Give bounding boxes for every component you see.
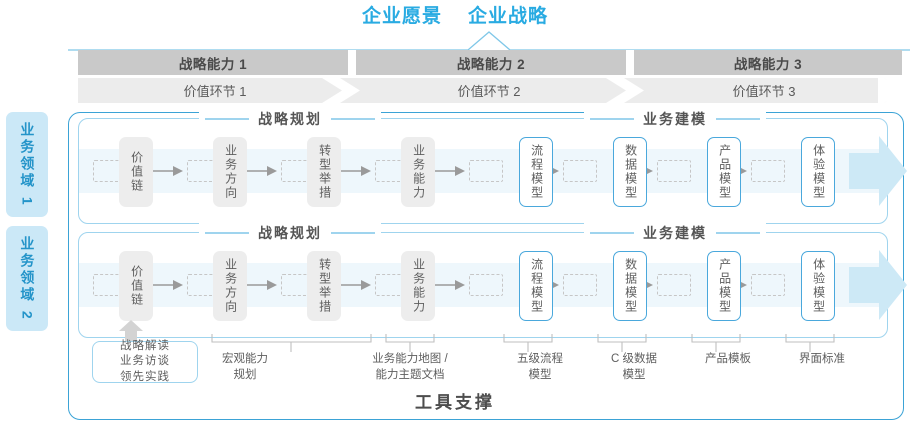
flow-arrow-icon [433, 166, 465, 176]
flow-arrow-icon [151, 280, 183, 290]
value-link-chevrons [322, 78, 902, 103]
flow-arrow-icon [245, 166, 277, 176]
modeling-title-text: 业务建模 [643, 111, 707, 127]
capability-cell-2[interactable]: 战略能力 2 [356, 50, 626, 75]
sidebar-item-domain-1[interactable]: 业务领域 1 [6, 112, 48, 217]
node-value-chain[interactable]: 价值链 [119, 251, 153, 321]
footer-label-capability-map: 业务能力地图 / 能力主题文档 [372, 353, 448, 381]
footer-label-five-level-process: 五级流程 模型 [517, 353, 563, 381]
modeling-title-text: 业务建模 [643, 225, 707, 241]
highlight-line-3: 领先实践 [120, 370, 170, 383]
planning-title-text: 战略规划 [258, 111, 322, 127]
divider-line-right [331, 232, 375, 234]
node-value-chain[interactable]: 价值链 [119, 137, 153, 207]
footer-label-product-template: 产品模板 [705, 353, 751, 365]
domain-row-1: 战略规划 业务建模 价值链 业务方向 转型举措 业务能力 流程模型 数据模型 [78, 108, 907, 224]
divider-line-right [716, 232, 760, 234]
vision-strategy-header: 企业愿景 企业战略 [0, 4, 910, 30]
capability-cell-1[interactable]: 战略能力 1 [78, 50, 348, 75]
flow-arrow-icon [151, 166, 183, 176]
placeholder-box [657, 160, 691, 182]
footer-label-c-level-data: C 级数据 模型 [611, 353, 657, 381]
tool-input-up-arrow-icon [119, 320, 143, 344]
node-business-direction[interactable]: 业务方向 [213, 251, 247, 321]
highlight-line-1: 战略解读 [120, 339, 170, 352]
placeholder-box [469, 160, 503, 182]
node-transformation-measures[interactable]: 转型举措 [307, 251, 341, 321]
domain-1-label: 业务领域 1 [19, 121, 36, 208]
capability-gap-1 [348, 50, 356, 75]
vision-title: 企业愿景 [361, 6, 442, 27]
flow-arrow-icon [245, 280, 277, 290]
node-business-capability[interactable]: 业务能力 [401, 137, 435, 207]
node-data-model[interactable]: 数据模型 [613, 137, 647, 207]
flow-arrow-icon [339, 280, 371, 290]
divider-line-left [205, 118, 249, 120]
value-link-cell-2[interactable]: 价值环节 2 [457, 84, 521, 99]
flow-arrow-icon [433, 280, 465, 290]
strategy-title: 企业战略 [468, 6, 549, 27]
node-product-model[interactable]: 产品模型 [707, 251, 741, 321]
node-process-model[interactable]: 流程模型 [519, 251, 553, 321]
highlight-line-2: 业务访谈 [120, 355, 170, 368]
vision-connector-line [68, 31, 910, 51]
node-process-model[interactable]: 流程模型 [519, 137, 553, 207]
row-1-modeling-section-title: 业务建模 [584, 108, 766, 130]
capability-cell-3[interactable]: 战略能力 3 [634, 50, 902, 75]
node-data-model[interactable]: 数据模型 [613, 251, 647, 321]
placeholder-box [563, 160, 597, 182]
tool-highlight-box[interactable]: 战略解读 业务访谈 领先实践 [92, 339, 198, 386]
divider-line-left [205, 232, 249, 234]
row-2-modeling-section-title: 业务建模 [584, 222, 766, 244]
divider-line-right [716, 118, 760, 120]
node-experience-model[interactable]: 体验模型 [801, 251, 835, 321]
sidebar-item-domain-2[interactable]: 业务领域 2 [6, 226, 48, 331]
domain-row-2: 战略规划 业务建模 价值链 业务方向 转型举措 业务能力 流程模型 数据模型 产… [78, 222, 907, 338]
footer-label-ui-standard: 界面标准 [799, 353, 845, 365]
placeholder-box [657, 274, 691, 296]
placeholder-box [751, 274, 785, 296]
node-business-capability[interactable]: 业务能力 [401, 251, 435, 321]
placeholder-box [469, 274, 503, 296]
row-2-planning-section-title: 战略规划 [199, 222, 381, 244]
planning-title-text: 战略规划 [258, 225, 322, 241]
value-link-cell-3[interactable]: 价值环节 3 [732, 84, 796, 99]
node-product-model[interactable]: 产品模型 [707, 137, 741, 207]
placeholder-box [563, 274, 597, 296]
tool-highlight-text: 战略解读 业务访谈 领先实践 [120, 339, 170, 386]
divider-line-left [590, 232, 634, 234]
value-link-band: 价值环节 1 价值环节 2 价值环节 3 [78, 78, 902, 103]
value-link-cell-1[interactable]: 价值环节 1 [183, 84, 247, 99]
capability-gap-2 [626, 50, 634, 75]
node-business-direction[interactable]: 业务方向 [213, 137, 247, 207]
row-1-planning-section-title: 战略规划 [199, 108, 381, 130]
flow-arrow-icon [339, 166, 371, 176]
footer-brace-connectors [211, 334, 835, 352]
node-experience-model[interactable]: 体验模型 [801, 137, 835, 207]
strategic-capability-band: 战略能力 1 战略能力 2 战略能力 3 [78, 50, 902, 75]
footer-label-macro-capability: 宏观能力 规划 [222, 353, 268, 381]
tool-support-title: 工具支撑 [415, 393, 495, 412]
node-transformation-measures[interactable]: 转型举措 [307, 137, 341, 207]
divider-line-left [590, 118, 634, 120]
domain-2-label: 业务领域 2 [19, 235, 36, 322]
placeholder-box [751, 160, 785, 182]
divider-line-right [331, 118, 375, 120]
